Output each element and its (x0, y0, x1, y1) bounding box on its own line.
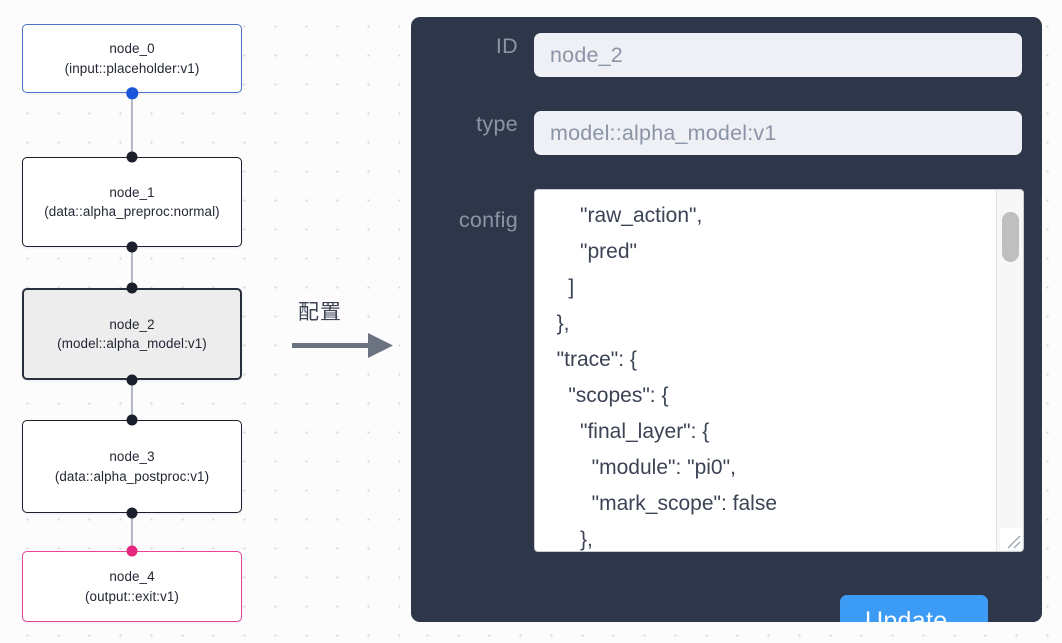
config-field-label: config (458, 208, 518, 232)
flow-node-node_2[interactable]: node_2 (model::alpha_model:v1) (22, 288, 242, 380)
flow-node-node_4[interactable]: node_4 (output::exit:v1) (22, 551, 242, 622)
update-button[interactable]: Update (840, 595, 988, 622)
node_1-source-handle[interactable] (126, 241, 138, 253)
id-field-row: ID (429, 33, 1022, 77)
right-arrow-icon (292, 333, 393, 358)
edge-node1-node2 (130, 247, 134, 288)
type-field-label: type (476, 112, 518, 136)
flow-node-label: node_1 (data::alpha_preproc:normal) (44, 184, 220, 220)
node_4-target-handle[interactable] (126, 545, 138, 557)
node-config-panel: ID type config "raw_action", "pred" ] },… (411, 17, 1042, 622)
flow-node-label: node_3 (data::alpha_postproc:v1) (54, 449, 210, 484)
type-input[interactable] (534, 111, 1022, 155)
type-field-row: type (429, 111, 1022, 155)
nodes-layer: node_0 (input::placeholder:v1) node_1 (d… (0, 0, 400, 643)
arrow-label: 配置 (298, 300, 342, 324)
config-field-row: config "raw_action", "pred" ] }, "trace"… (429, 189, 1024, 552)
config-scrollbar-thumb[interactable] (1002, 212, 1019, 262)
node_0-source-handle[interactable] (126, 87, 138, 99)
textarea-resize-handle[interactable] (1000, 528, 1022, 550)
node_3-target-handle[interactable] (126, 414, 138, 426)
flow-node-node_3[interactable]: node_3 (data::alpha_postproc:v1) (22, 420, 242, 513)
edge-node3-node4 (130, 513, 134, 551)
flow-node-label: node_4 (output::exit:v1) (85, 569, 179, 604)
id-input[interactable] (534, 33, 1022, 77)
node_1-target-handle[interactable] (126, 151, 138, 163)
edge-node2-node3 (130, 380, 134, 420)
id-field-label: ID (495, 34, 518, 58)
node_2-source-handle[interactable] (126, 374, 138, 386)
flow-node-node_1[interactable]: node_1 (data::alpha_preproc:normal) (22, 157, 242, 247)
edge-node0-node1 (130, 93, 134, 157)
node_2-target-handle[interactable] (126, 282, 138, 294)
config-textarea-wrapper: "raw_action", "pred" ] }, "trace": { "sc… (534, 189, 1024, 552)
flow-node-node_0[interactable]: node_0 (input::placeholder:v1) (22, 24, 242, 93)
resize-grip-icon (1007, 535, 1021, 549)
flow-node-label: node_0 (input::placeholder:v1) (64, 41, 200, 76)
node_3-source-handle[interactable] (126, 507, 138, 519)
transition-arrow-group: 配置 (290, 296, 396, 362)
flow-node-label: node_2 (model::alpha_model:v1) (57, 316, 207, 352)
config-scrollbar[interactable] (996, 190, 1023, 551)
config-textarea[interactable]: "raw_action", "pred" ] }, "trace": { "sc… (535, 190, 990, 551)
